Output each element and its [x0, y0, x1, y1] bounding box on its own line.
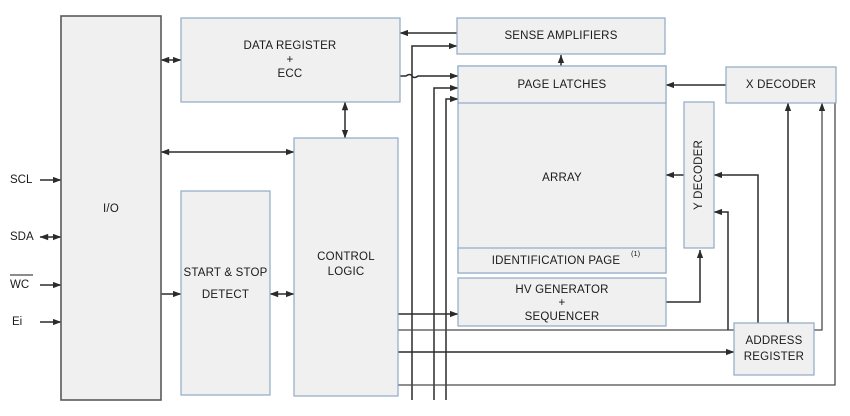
block-x-decoder[interactable]: X DECODER — [725, 66, 837, 104]
block-hv-generator-line3: SEQUENCER — [525, 311, 600, 323]
wire-control-logic-to-page-latches — [433, 84, 459, 400]
wire-control-logic-bottom-bus — [398, 102, 836, 386]
block-x-decoder-label: X DECODER — [746, 79, 816, 91]
signal-scl-label: SCL — [10, 174, 33, 186]
wire-address-register-to-y-decoder — [713, 171, 759, 323]
block-hv-generator-line1: HV GENERATOR — [515, 284, 608, 296]
wire-hv-generator-to-y-decoder — [666, 249, 704, 303]
block-page-latches-label: PAGE LATCHES — [518, 79, 607, 91]
signal-wires — [39, 176, 62, 326]
signal-sda-label: SDA — [10, 231, 34, 243]
block-data-register-line1: DATA REGISTER — [244, 40, 337, 52]
wire-data-register-to-page-latches — [400, 72, 459, 80]
block-start-stop-line1: START & STOP — [184, 267, 268, 279]
block-identification-page[interactable]: IDENTIFICATION PAGE (1) — [457, 247, 667, 274]
block-io[interactable]: I/O — [60, 15, 162, 401]
signal-wc-label: WC — [10, 279, 29, 291]
block-page-latches[interactable]: PAGE LATCHES — [457, 65, 667, 104]
block-array-label: ARRAY — [542, 172, 582, 184]
block-sense-amplifiers-label: SENSE AMPLIFIERS — [504, 30, 617, 42]
block-control-logic-line1: CONTROL — [317, 251, 375, 263]
signal-wc: WC — [10, 274, 33, 291]
block-hv-generator-line2: + — [559, 297, 566, 309]
block-address-register-line2: REGISTER — [744, 351, 804, 363]
wire-bus-to-y-decoder — [713, 208, 729, 330]
signal-ei: Ei — [12, 316, 22, 328]
block-y-decoder-label: Y DECODER — [693, 140, 705, 210]
block-data-register-ecc[interactable]: DATA REGISTER + ECC — [180, 17, 401, 103]
block-start-stop-detect[interactable]: START & STOP DETECT — [180, 190, 271, 396]
block-control-logic-line2: LOGIC — [328, 266, 365, 278]
block-address-register-line1: ADDRESS — [746, 335, 803, 347]
block-start-stop-line2: DETECT — [202, 289, 249, 301]
signal-scl: SCL — [10, 174, 33, 186]
block-io-label: I/O — [103, 203, 119, 215]
signal-sda: SDA — [10, 231, 34, 243]
wire-control-logic-to-sense-amp — [411, 42, 458, 400]
block-y-decoder[interactable]: Y DECODER — [683, 101, 715, 249]
block-control-logic[interactable]: CONTROL LOGIC — [293, 137, 399, 397]
signal-ei-label: Ei — [12, 316, 22, 328]
block-hv-generator-sequencer[interactable]: HV GENERATOR + SEQUENCER — [457, 277, 667, 327]
block-data-register-line2: + — [287, 54, 294, 66]
block-identification-page-label: IDENTIFICATION PAGE — [492, 255, 621, 267]
identification-page-footnote-marker: (1) — [631, 249, 641, 258]
block-sense-amplifiers[interactable]: SENSE AMPLIFIERS — [456, 17, 666, 55]
block-address-register[interactable]: ADDRESS REGISTER — [733, 322, 815, 376]
block-data-register-line3: ECC — [278, 68, 303, 80]
